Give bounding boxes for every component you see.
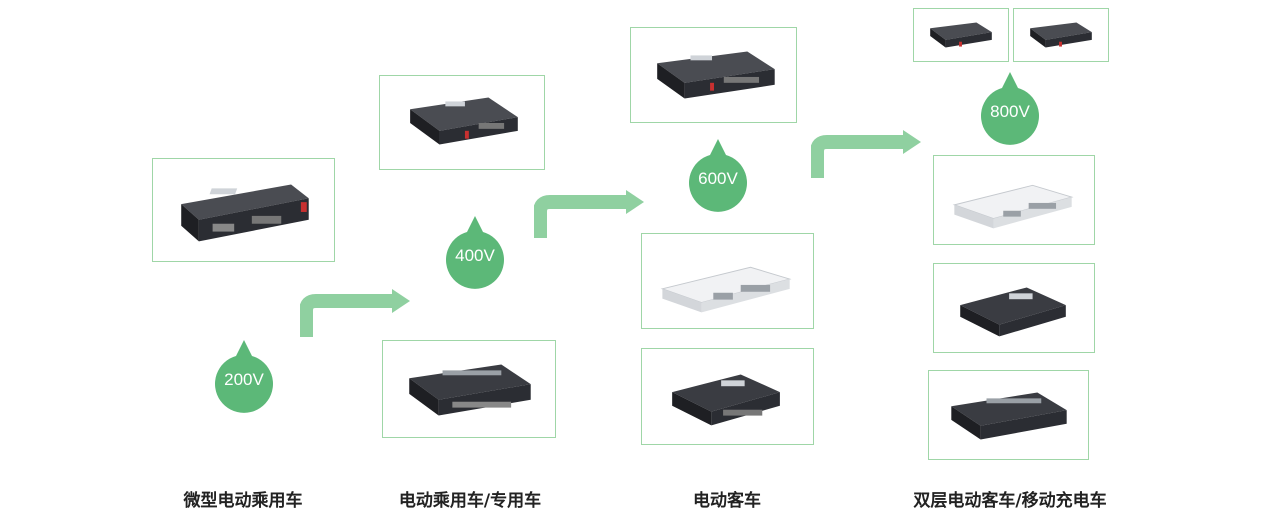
caption-electric-bus: 电动客车 [693, 491, 761, 511]
dark-controller-image [960, 287, 1066, 337]
device-card-micro-ev [152, 158, 335, 262]
device-card-double-dark-2 [928, 370, 1089, 460]
dark-controller-image [951, 392, 1067, 440]
arrow-600-to-800 [811, 130, 921, 178]
voltage-drop-400v: 400V [446, 216, 504, 290]
arrow-400-to-600 [534, 190, 644, 238]
dark-controller-image [657, 51, 775, 99]
voltage-label-800v: 800V [990, 102, 1030, 121]
device-card-double-left [913, 8, 1009, 62]
device-card-ev-bottom [382, 340, 556, 438]
dark-controller-image [672, 374, 780, 426]
voltage-drop-200v: 200V [215, 340, 273, 414]
caption-ev-special: 电动乘用车/专用车 [398, 491, 542, 511]
voltage-drop-800v: 800V [981, 72, 1039, 146]
silver-controller-image [952, 184, 1074, 229]
device-card-double-silver [933, 155, 1095, 245]
voltage-drop-600v: 600V [689, 139, 747, 213]
caption-double-bus-mobile-charger: 双层电动客车/移动充电车 [913, 491, 1107, 511]
device-card-bus-top [630, 27, 797, 123]
voltage-label-400v: 400V [455, 246, 495, 265]
arrow-200-to-400 [300, 289, 410, 337]
dark-controller-image [1030, 22, 1092, 48]
caption-micro-ev: 微型电动乘用车 [183, 491, 303, 511]
device-card-bus-silver [641, 233, 814, 329]
dark-controller-image [181, 184, 309, 242]
device-card-ev-top [379, 75, 545, 170]
device-card-bus-dark [641, 348, 814, 445]
dark-controller-image [410, 97, 518, 145]
device-card-double-right [1013, 8, 1109, 62]
voltage-label-600v: 600V [698, 169, 738, 188]
voltage-label-200v: 200V [224, 370, 264, 389]
silver-controller-image [660, 266, 792, 313]
device-card-double-dark-1 [933, 263, 1095, 353]
dark-controller-image [930, 22, 992, 48]
dark-controller-image [409, 364, 531, 416]
